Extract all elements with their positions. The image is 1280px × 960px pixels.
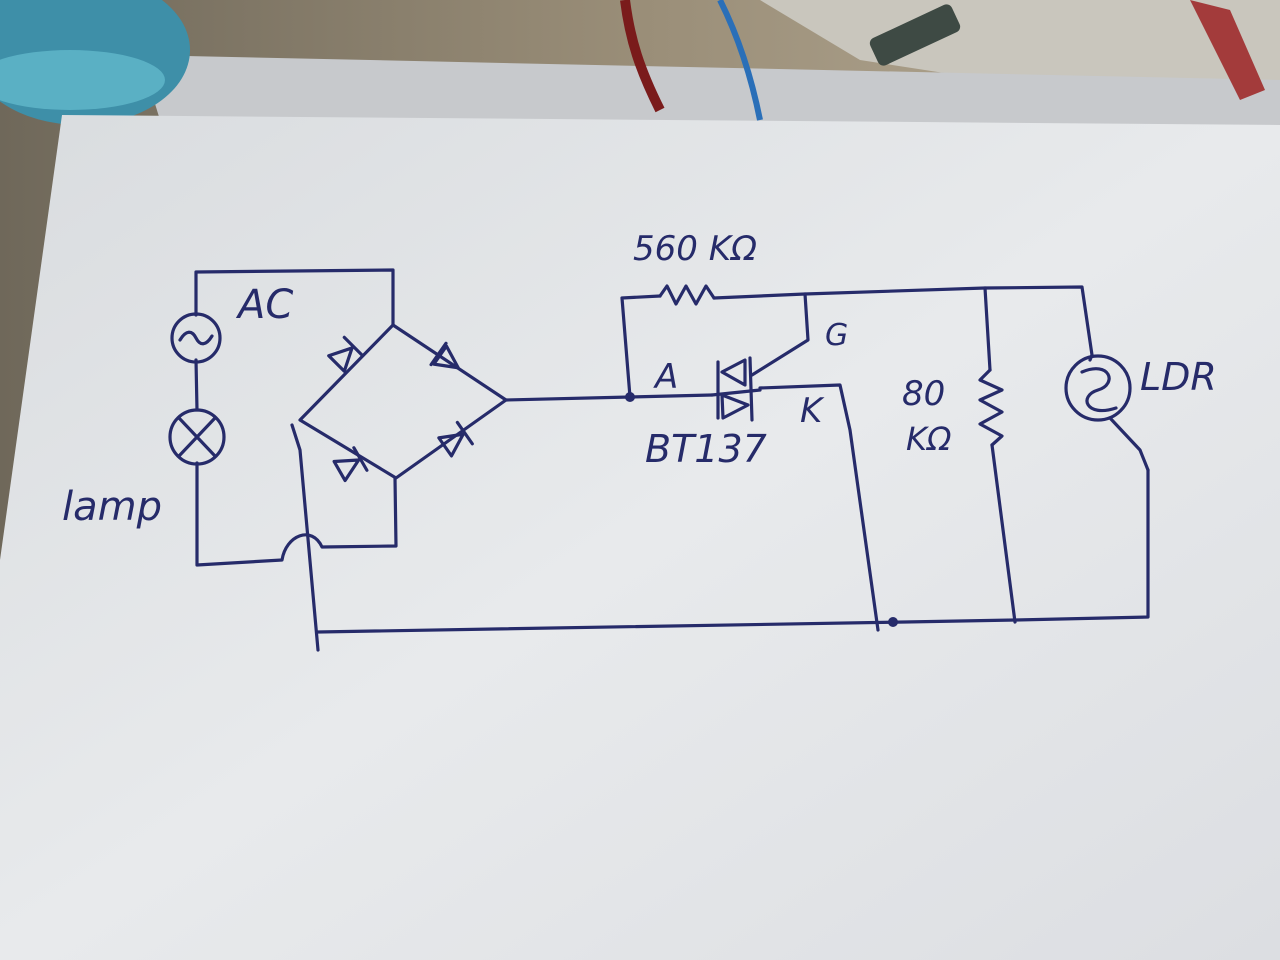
cathode-label: K [800, 391, 825, 431]
junction-dot [625, 392, 635, 402]
resistor-icon [978, 368, 1004, 447]
desk-clip [1190, 0, 1265, 100]
diode-icon [429, 341, 460, 370]
tin-can-band [0, 50, 165, 110]
diode-icon [327, 335, 365, 373]
r1-value-label: 560 KΩ [633, 229, 757, 269]
triac-icon [710, 356, 762, 422]
diode-icon [437, 420, 474, 458]
wire-r1-left [620, 294, 662, 399]
wire-ac-to-lamp [194, 358, 199, 412]
lamp-label: lamp [62, 484, 162, 530]
circuit-diagram: AC lamp 560 KΩ A G K BT137 80 KΩ LDR [62, 229, 1217, 652]
lamp-icon [168, 408, 226, 466]
ldr-icon [1064, 353, 1132, 422]
ac-source-icon [170, 312, 222, 364]
anode-label: A [653, 357, 678, 397]
wire-top-left [194, 268, 395, 327]
resistor-icon [658, 284, 716, 306]
wire-r2-top [983, 286, 992, 372]
gate-label: G [825, 318, 848, 353]
desk-tool [869, 4, 961, 66]
wire-r2-bottom [990, 443, 1017, 624]
wire-gate [750, 292, 810, 377]
diode-icon [332, 446, 369, 483]
r2-unit-label: KΩ [906, 420, 952, 458]
paper-sheet [0, 115, 1280, 960]
junction-dot [888, 617, 898, 627]
wire-lamp-to-bottom [195, 461, 398, 567]
desk-wire-blue [717, 0, 763, 121]
triac-label: BT137 [645, 427, 767, 471]
wire-bridge-negative [290, 423, 320, 652]
ldr-label: LDR [1140, 355, 1217, 399]
ac-label: AC [235, 282, 293, 328]
bridge-rectifier [298, 323, 508, 483]
desk-wire-red [620, 0, 665, 113]
wire-ldr-bottom [1108, 416, 1150, 472]
r2-value-label: 80 [902, 374, 945, 414]
wire-cathode [758, 383, 880, 632]
